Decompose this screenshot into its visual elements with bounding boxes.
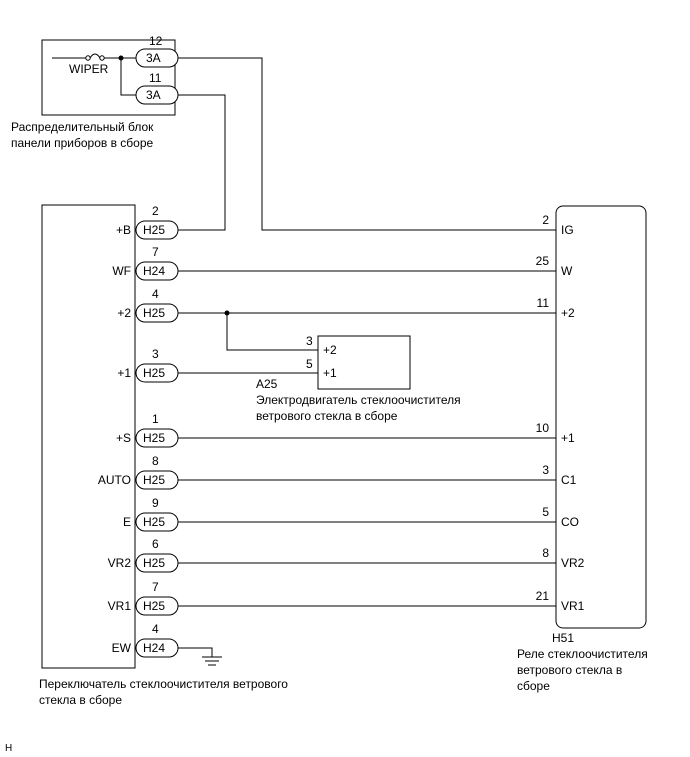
pin-num-12: 12 <box>149 34 163 48</box>
relay-caption-3: сборе <box>517 679 550 693</box>
switch-conn-e: H25 <box>143 515 165 529</box>
connector-3a-11 <box>135 85 179 105</box>
motor-caption-2: ветрового стекла в сборе <box>256 409 398 423</box>
wire-ew-to-ground <box>178 647 213 657</box>
switch-pin-label-vr1: VR1 <box>108 599 132 613</box>
relay-pin-label-plus1: +1 <box>561 431 575 445</box>
relay-code: H51 <box>552 631 574 645</box>
switch-conn-plus2: H25 <box>143 306 165 320</box>
connector-h25-vr1 <box>135 596 179 616</box>
wiper-motor-box <box>317 335 411 390</box>
connector-h25-plusb <box>135 220 179 240</box>
motor-pin-label-plus2: +2 <box>323 343 337 357</box>
switch-pin-label-plusb: +B <box>116 223 131 237</box>
switch-pin-label-e: E <box>123 515 131 529</box>
switch-conn-ew: H24 <box>143 641 165 655</box>
switch-pin-label-auto: AUTO <box>98 473 131 487</box>
relay-pin-num-vr1: 21 <box>536 589 550 603</box>
switch-pin-num-plus1: 3 <box>152 347 159 361</box>
switch-pin-label-plus2: +2 <box>117 306 131 320</box>
switch-caption-2: стекла в сборе <box>39 693 122 707</box>
switch-pin-num-vr1: 7 <box>152 580 159 594</box>
junction-caption-2: панели приборов в сборе <box>11 136 154 150</box>
connector-h25-e <box>135 512 179 532</box>
relay-caption-1: Реле стеклоочистителя <box>517 647 648 661</box>
switch-pin-num-wf: 7 <box>152 245 159 259</box>
motor-pin-num-plus1: 5 <box>306 357 313 371</box>
relay-pin-num-vr2: 8 <box>542 546 549 560</box>
switch-caption-1: Переключатель стеклоочистителя ветрового <box>39 677 288 691</box>
connector-label-3a-11: 3A <box>146 88 161 102</box>
connector-3a-12 <box>135 48 179 68</box>
switch-pin-num-plusb: 2 <box>152 204 159 218</box>
footer-mark: H <box>5 743 12 754</box>
relay-pin-label-co: CO <box>561 515 579 529</box>
relay-pin-label-ig: IG <box>561 223 574 237</box>
switch-pin-num-vr2: 6 <box>152 537 159 551</box>
switch-conn-wf: H24 <box>143 264 165 278</box>
relay-pin-num-plus1: 10 <box>536 421 550 435</box>
connector-h25-vr2 <box>135 553 179 573</box>
relay-caption-2: ветрового стекла в <box>517 663 622 677</box>
relay-pin-num-w: 25 <box>536 254 550 268</box>
switch-pin-num-e: 9 <box>152 496 159 510</box>
switch-pin-num-plus2: 4 <box>152 287 159 301</box>
ground-icon <box>202 656 222 666</box>
connector-h25-plus2 <box>135 303 179 323</box>
switch-conn-plusb: H25 <box>143 223 165 237</box>
relay-pin-num-plus2: 11 <box>537 296 550 310</box>
connector-h24-ew <box>135 638 179 658</box>
motor-pin-num-plus2: 3 <box>306 334 313 348</box>
junction-caption-1: Распределительный блок <box>11 120 154 134</box>
wire-plus2-to-motor <box>226 313 318 351</box>
connector-h25-auto <box>135 470 179 490</box>
switch-conn-plusS: H25 <box>143 431 165 445</box>
relay-pin-label-vr1: VR1 <box>561 599 585 613</box>
switch-pin-num-plusS: 1 <box>152 412 159 426</box>
relay-pin-num-c1: 3 <box>542 463 549 477</box>
connector-h25-plus1 <box>135 363 179 383</box>
switch-pin-num-auto: 8 <box>152 454 159 468</box>
switch-pin-label-vr2: VR2 <box>108 556 132 570</box>
relay-pin-label-c1: C1 <box>561 473 577 487</box>
relay-pin-num-co: 5 <box>542 505 549 519</box>
switch-pin-num-ew: 4 <box>152 622 159 636</box>
switch-conn-plus1: H25 <box>143 366 165 380</box>
relay-pin-label-vr2: VR2 <box>561 556 585 570</box>
connector-label-3a-12: 3A <box>146 51 161 65</box>
motor-caption-1: Электродвигатель стеклоочистителя <box>256 393 461 407</box>
fuse-icon <box>85 55 91 61</box>
switch-conn-vr1: H25 <box>143 599 165 613</box>
wiper-switch-box <box>41 204 136 669</box>
motor-code: A25 <box>256 377 278 391</box>
wire-3a12-to-ig <box>178 57 556 231</box>
wiper-relay-box <box>555 205 647 629</box>
wire-3a11-to-plusb <box>178 94 226 231</box>
relay-pin-label-w: W <box>561 264 573 278</box>
motor-pin-label-plus1: +1 <box>323 366 337 380</box>
switch-pin-label-plus1: +1 <box>117 366 131 380</box>
switch-conn-vr2: H25 <box>143 556 165 570</box>
connector-h24-wf <box>135 261 179 281</box>
pin-num-11: 11 <box>149 71 162 85</box>
switch-conn-auto: H25 <box>143 473 165 487</box>
relay-pin-label-plus2: +2 <box>561 306 575 320</box>
switch-pin-label-wf: WF <box>112 264 131 278</box>
fuse-label: WIPER <box>69 62 109 76</box>
switch-pin-label-ew: EW <box>112 641 132 655</box>
relay-pin-num-ig: 2 <box>542 213 549 227</box>
switch-pin-label-plusS: +S <box>116 431 131 445</box>
connector-h25-plusS <box>135 428 179 448</box>
